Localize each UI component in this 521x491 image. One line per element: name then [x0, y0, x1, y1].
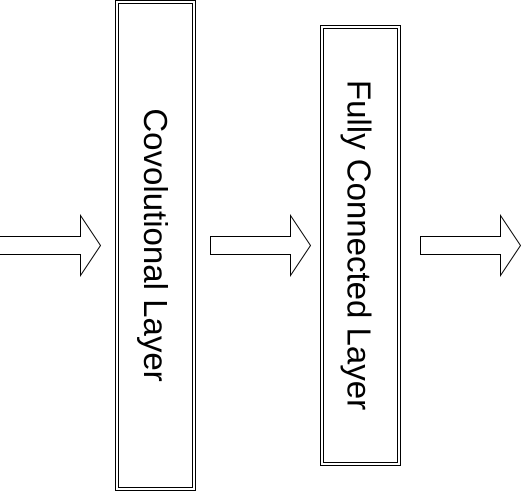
middle-arrow: [210, 213, 312, 278]
arrow-shape: [420, 213, 521, 278]
input-arrow: [0, 213, 102, 278]
arrow-shape: [0, 213, 102, 278]
output-arrow: [420, 213, 521, 278]
fully-connected-layer-label: Fully Connected Layer: [341, 80, 378, 410]
layer-inner-border: [118, 3, 193, 488]
convolutional-layer-box: Covolutional Layer: [115, 0, 196, 491]
convolutional-layer-label: Covolutional Layer: [137, 108, 174, 381]
layer-inner-border: [323, 28, 398, 463]
layer-outer-border: [320, 25, 401, 466]
arrow-shape: [210, 213, 312, 278]
fully-connected-layer-box: Fully Connected Layer: [320, 25, 401, 466]
